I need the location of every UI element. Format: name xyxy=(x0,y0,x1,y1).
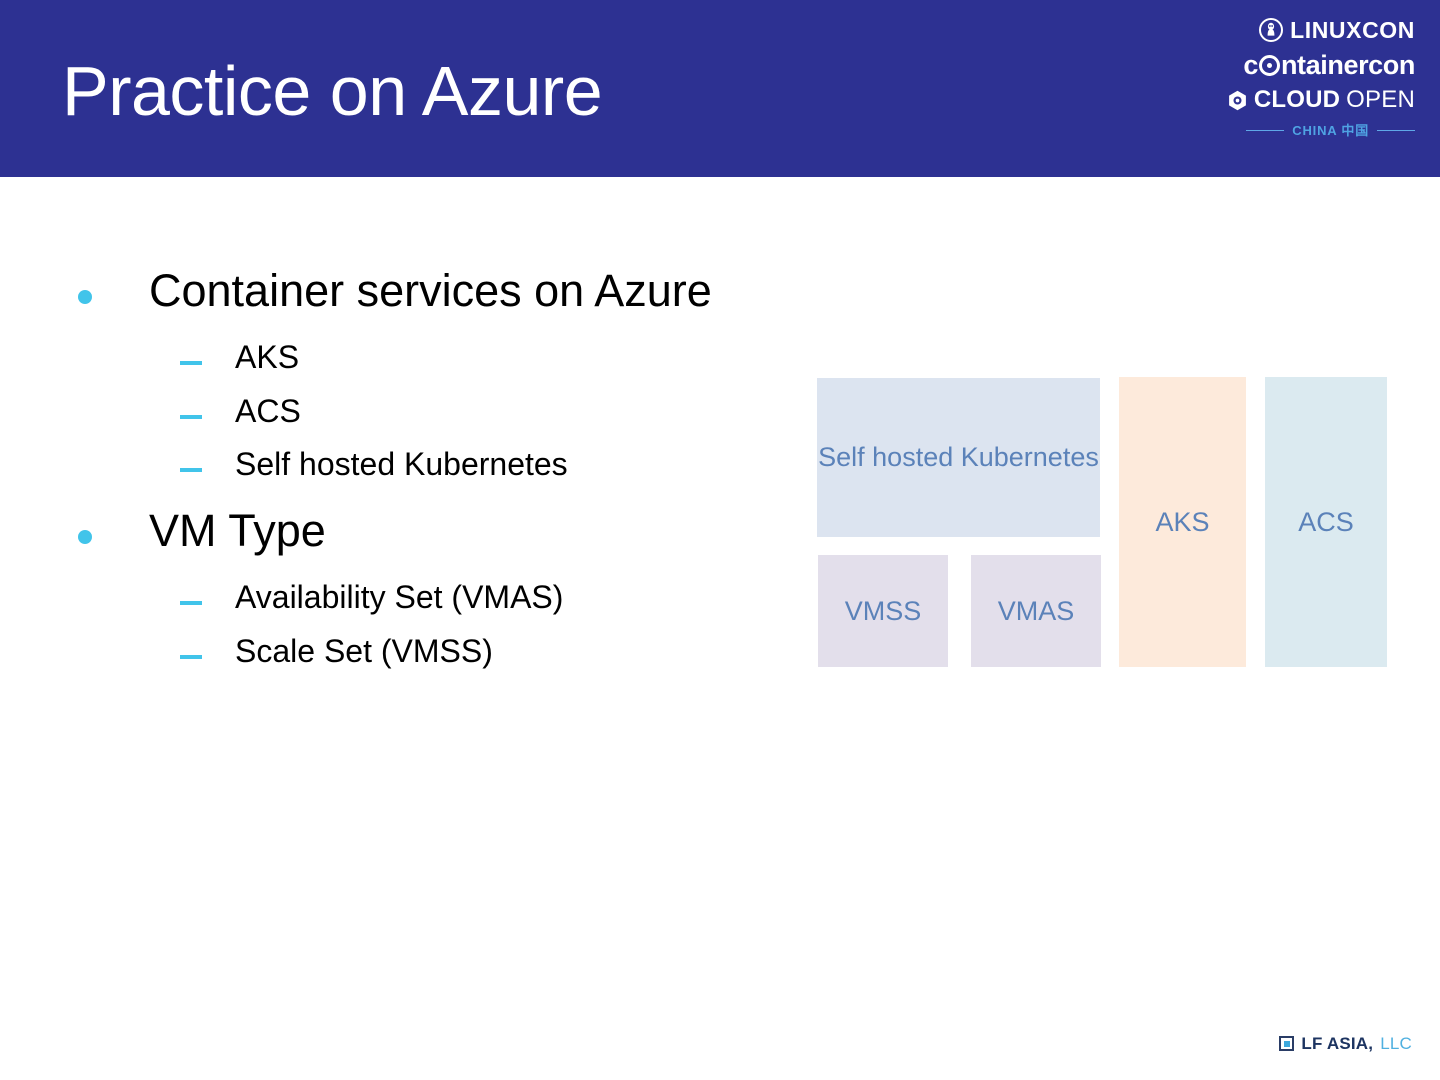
bullet-level1-label: VM Type xyxy=(149,505,326,557)
bullet-level2: AKS xyxy=(180,339,880,376)
lf-asia-footer-logo: LF ASIA, LLC xyxy=(1279,1035,1412,1052)
lf-square-icon xyxy=(1279,1036,1295,1051)
bullet-level2: ACS xyxy=(180,393,880,430)
bullet-dash-icon xyxy=(180,600,202,605)
bullet-level2-label: Self hosted Kubernetes xyxy=(235,446,568,483)
bullet-dash-icon xyxy=(180,414,202,419)
penguin-icon xyxy=(1259,18,1284,42)
diagram-block-aks[interactable]: AKS xyxy=(1119,377,1246,667)
bullet-level2: Self hosted Kubernetes xyxy=(180,446,880,483)
bullet-dash-icon xyxy=(180,654,202,659)
diagram-block-acs[interactable]: ACS xyxy=(1265,377,1387,667)
linuxcon-logo: LINUXCON xyxy=(1220,15,1415,45)
diagram-block-self-hosted-kubernetes[interactable]: Self hosted Kubernetes xyxy=(817,378,1100,537)
slide-header-band xyxy=(0,0,1440,177)
diagram-block-vmss[interactable]: VMSS xyxy=(818,555,948,667)
diagram-block-vmas[interactable]: VMAS xyxy=(971,555,1101,667)
bullet-dash-icon xyxy=(180,360,202,365)
target-o-icon xyxy=(1258,54,1280,76)
bullet-level2: Scale Set (VMSS) xyxy=(180,633,880,670)
bullet-dot-icon xyxy=(78,290,92,304)
bullet-level2: Availability Set (VMAS) xyxy=(180,579,880,616)
lf-llc-label: LLC xyxy=(1380,1034,1412,1053)
bullet-level2-label: ACS xyxy=(235,392,301,429)
bullet-dash-icon xyxy=(180,468,202,473)
bullet-level2-label: Availability Set (VMAS) xyxy=(235,578,564,615)
bullet-dot-icon xyxy=(78,530,92,545)
open-label: OPEN xyxy=(1346,86,1415,113)
rule-right xyxy=(1377,130,1415,131)
containercon-suffix: ntainercon xyxy=(1280,49,1415,80)
bullet-list: Container services on Azure AKS ACS Self… xyxy=(0,177,880,669)
containercon-logo: c ntainercon xyxy=(1220,48,1415,82)
bullet-level1: Container services on Azure xyxy=(78,265,880,317)
bullet-level1-label: Container services on Azure xyxy=(149,265,712,316)
china-region-line: CHINA 中国 xyxy=(1220,124,1415,137)
containercon-prefix: c xyxy=(1243,49,1258,80)
china-label: CHINA 中国 xyxy=(1292,123,1369,138)
bullet-level2-label: AKS xyxy=(235,338,300,375)
containercon-label: c ntainercon xyxy=(1243,49,1415,80)
bullet-level1: VM Type xyxy=(78,505,880,557)
linuxcon-label: LINUXCON xyxy=(1290,16,1415,43)
hexagon-icon xyxy=(1228,90,1246,110)
bullet-level2-label: Scale Set (VMSS) xyxy=(235,632,493,669)
cloud-label: CLOUD xyxy=(1253,86,1341,113)
lf-asia-label: LF ASIA, xyxy=(1301,1034,1374,1053)
rule-left xyxy=(1246,130,1285,131)
page-title: Practice on Azure xyxy=(62,52,603,130)
